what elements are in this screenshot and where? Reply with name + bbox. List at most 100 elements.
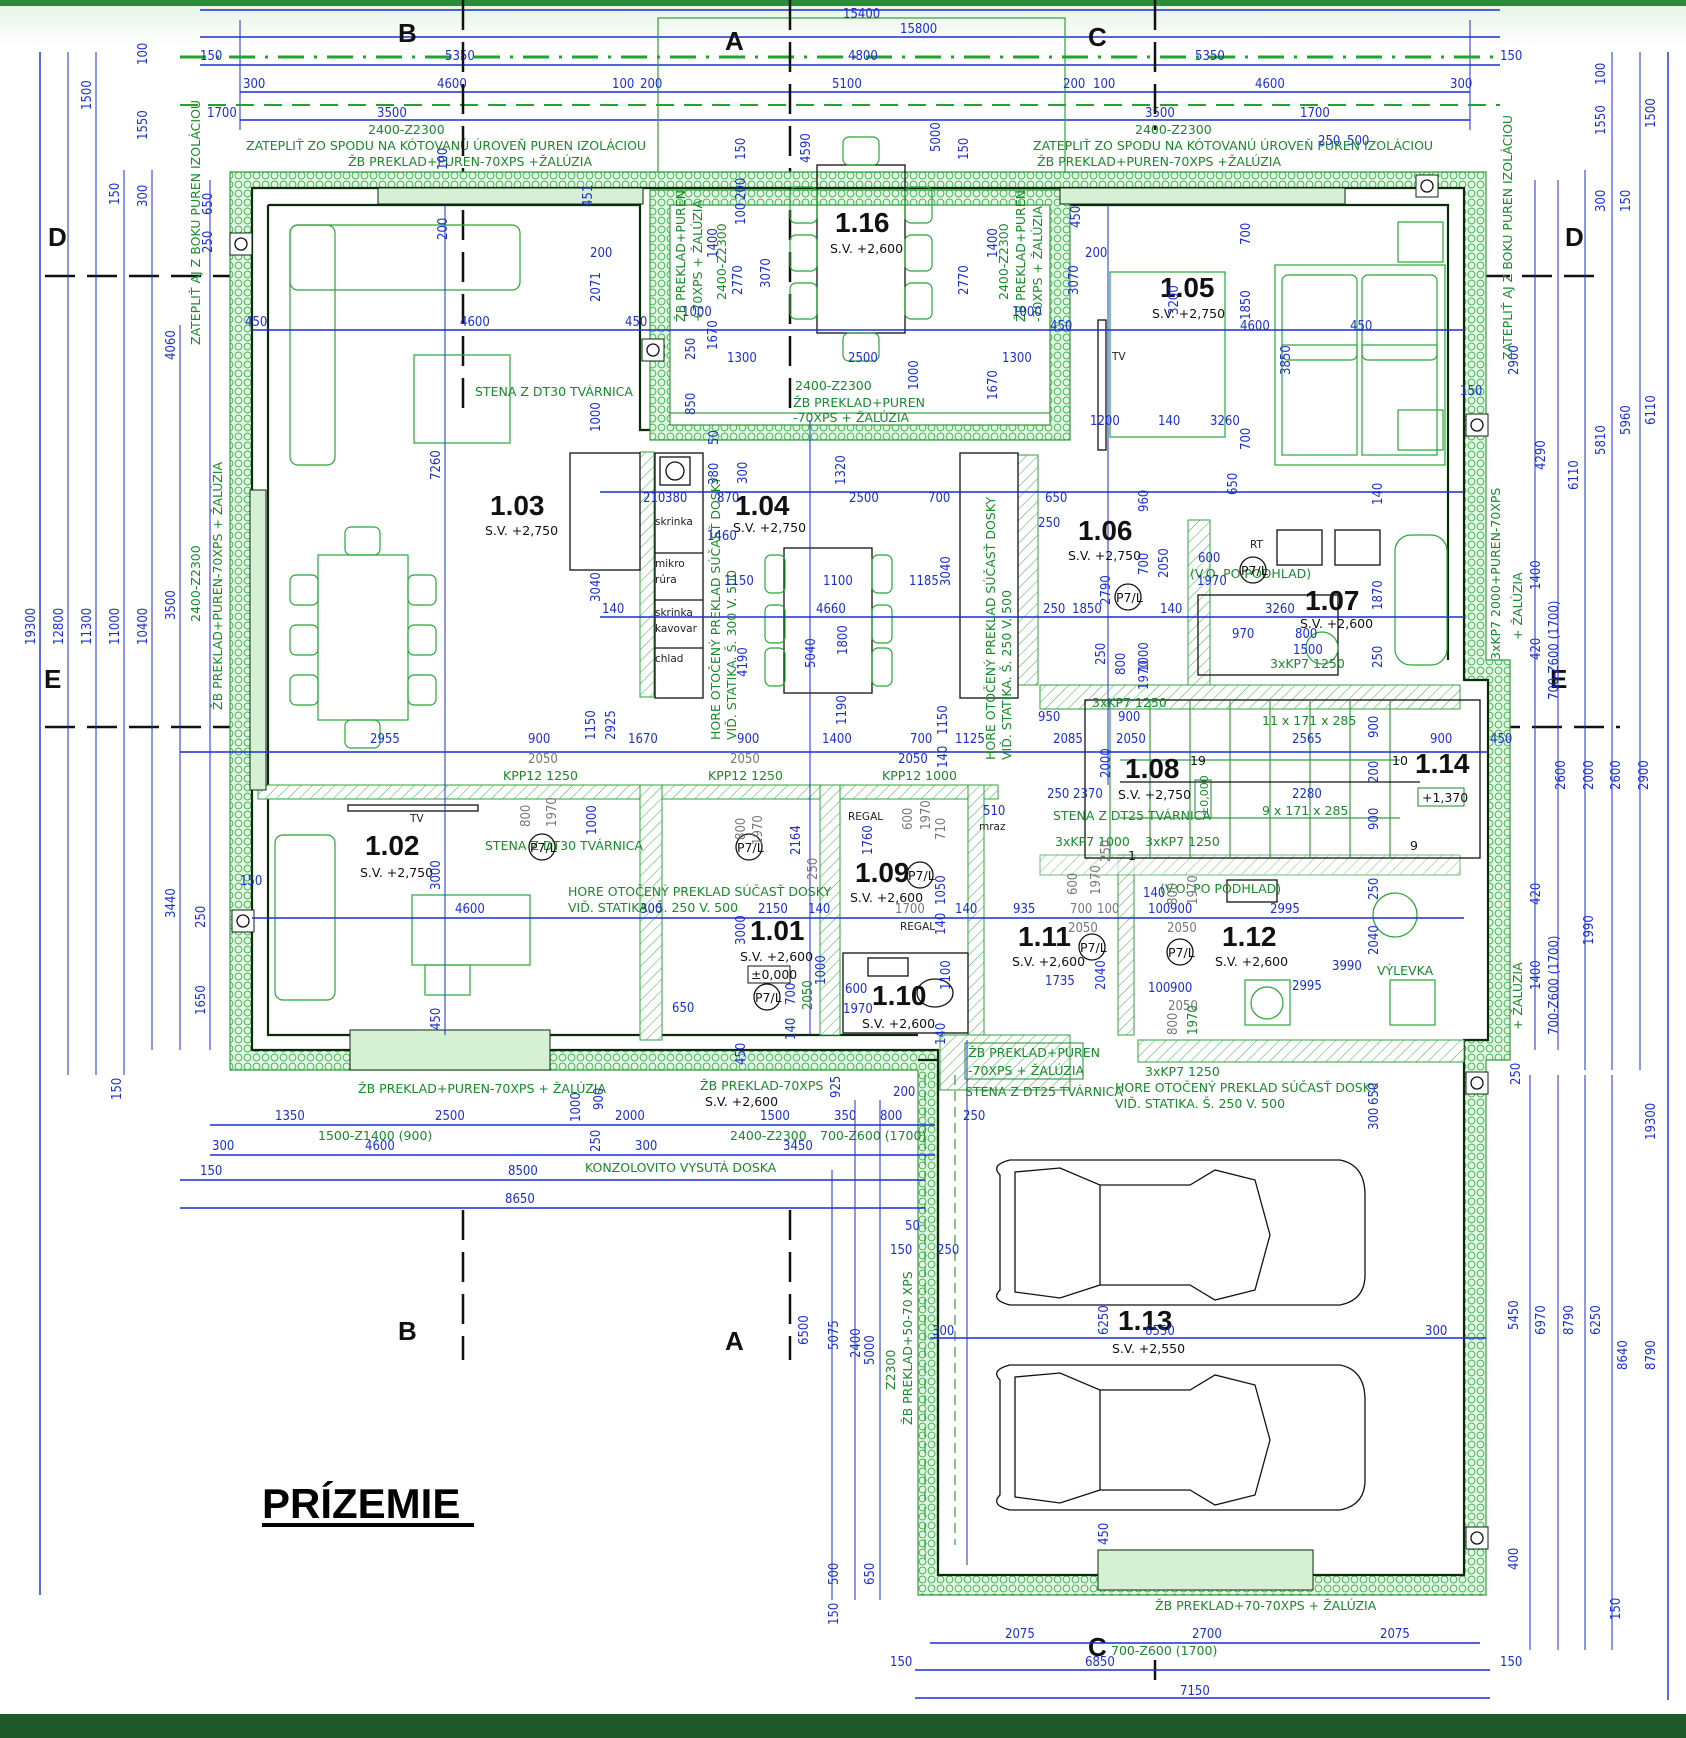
dim-5350-left: 5350 (445, 49, 475, 64)
room-extra-1-08: ±0,000 (1198, 775, 1211, 816)
dim-1-09-600: 600 (901, 808, 916, 830)
dim-1-02-300: 300 (640, 902, 662, 917)
room-level-1-04: S.V. +2,750 (733, 520, 806, 535)
dim-1-16-100: 100 (734, 203, 749, 225)
dim-right-1550: 1550 (1594, 105, 1609, 135)
note-stairs-lower: 9 x 171 x 285 (1262, 803, 1348, 818)
dim-1-01-2150: 2150 (758, 902, 788, 917)
dim-4800: 4800 (848, 49, 878, 64)
dim-1-10-600: 600 (845, 982, 867, 997)
dim-1-01-2164: 2164 (789, 825, 804, 855)
dim-1-09-1050: 1050 (934, 875, 949, 905)
door-tag-2: P7/L (737, 840, 764, 855)
dim-1-04-700: 700 (928, 491, 950, 506)
dim-1-06-1850: 1850 (1072, 602, 1102, 617)
dim-1-08-950: 950 (1038, 710, 1060, 725)
note-wall-dt25-garage: STENA Z DT25 TVÁRNICA (965, 1084, 1123, 1099)
dim-1-02-1970: 1970 (545, 797, 560, 827)
dim-vertical-150: 150 (827, 1603, 842, 1625)
section-marker-c-top: C (1088, 22, 1107, 52)
label-kitchen-5: kavovar (655, 623, 698, 635)
section-marker-a-bottom: A (725, 1326, 744, 1356)
dim-200-right: 200 (1063, 77, 1085, 92)
dim-bottom-150: 150 (200, 1164, 222, 1179)
note-cantilever: KONZOLOVITO VYSUTÁ DOSKA (585, 1160, 777, 1175)
dim-1-04-4190: 4190 (736, 647, 751, 677)
note-upturned-250-vertical: HORE OTOČENÝ PREKLAD SÚČASŤ DOSKY (983, 497, 998, 760)
dim-1-02-450: 450 (429, 1008, 444, 1030)
note-lintel-side-b-left: +70XPS + ŽALÚZIA (690, 200, 705, 322)
dim-1-04-4660: 4660 (816, 602, 846, 617)
dim-1-16-2770a: 2770 (731, 265, 746, 295)
dim-1-01-3000: 3000 (734, 915, 749, 945)
label-tv-1-05: TV (1111, 351, 1126, 363)
dim-1-04-1460: 1460 (707, 529, 737, 544)
dim-1-16-150b: 150 (957, 138, 972, 160)
dim-1-03-1150: 1150 (584, 710, 599, 740)
note-lintel-70xps: ŽB PREKLAD-70XPS (700, 1078, 823, 1093)
interior-dimensions: 4600 450 450 7260 2071 200 1000 3040 140… (194, 122, 1512, 1545)
dim-1-08-1125: 1125 (955, 732, 985, 747)
note-lintel-garage-side: ŽB PREKLAD+50-70 XPS (900, 1271, 915, 1425)
room-number-1-13: 1.13 (1118, 1305, 1173, 1336)
dim-1-05-4600: 4600 (1240, 319, 1270, 334)
label-kitchen-1: skrinka (655, 516, 693, 528)
dim-1-01-2050: 2050 (730, 752, 760, 767)
dim-1-01-2050b: 2050 (801, 980, 816, 1010)
dim-1-04-5040: 5040 (804, 638, 819, 668)
dim-100-right: 100 (1093, 77, 1115, 92)
label-kitchen-6: chlad (655, 653, 683, 665)
dim-1-07-250: 250 (1371, 646, 1386, 668)
dim-right-420-lower: 420 (1529, 883, 1544, 905)
dim-1-04-1150: 1150 (724, 574, 754, 589)
dim-1-16-200: 200 (734, 178, 749, 200)
room-number-1-06: 1.06 (1078, 515, 1133, 546)
dim-150-left: 150 (200, 49, 222, 64)
dim-left-1500: 1500 (80, 80, 95, 110)
dim-1-06-1970: 1970 (1137, 660, 1152, 690)
dim-1-03-140: 140 (602, 602, 624, 617)
dim-1-06-2050: 2050 (1157, 548, 1172, 578)
dim-1-05-700a: 700 (1239, 223, 1254, 245)
dim-vertical-6500: 6500 (797, 1315, 812, 1345)
dim-left-11000: 11000 (108, 608, 123, 645)
dim-1-05-3070: 3070 (1067, 265, 1082, 295)
dim-1-12-2050b: 2050 (1168, 999, 1198, 1014)
dim-1-05-200: 200 (1085, 246, 1107, 261)
dim-1-01-140: 140 (808, 902, 830, 917)
room-level-1-16: S.V. +2,600 (830, 241, 903, 256)
dim-right-19300: 19300 (1644, 1103, 1659, 1140)
dim-1-16-1670b: 1670 (986, 370, 1001, 400)
dim-right-150: 150 (1619, 190, 1634, 212)
dim-1-04-50: 50 (707, 430, 722, 445)
dim-1-07-1500: 1500 (1293, 643, 1323, 658)
dim-bottom-1350: 1350 (275, 1109, 305, 1124)
note-stairs-upper: 11 x 171 x 285 (1262, 713, 1356, 728)
dim-1-06-650b: 650 (1226, 473, 1241, 495)
dim-left-19300: 19300 (24, 608, 39, 645)
dim-1-12-100b: 100 (1148, 981, 1170, 996)
note-wall-dt25-hall: STENA Z DT25 TVÁRNICA (1053, 808, 1211, 823)
dim-1-05-3260: 3260 (1210, 414, 1240, 429)
dim-right-420: 420 (1529, 638, 1544, 660)
dim-1-06-800: 800 (1114, 653, 1129, 675)
dim-1-03-200b: 200 (436, 218, 451, 240)
dim-right-8640: 8640 (1616, 1340, 1631, 1370)
note-kp7-1000-hall: 3xKP7 1000 (1055, 834, 1130, 849)
dim-left-10400: 10400 (136, 608, 151, 645)
room-number-1-01: 1.01 (750, 915, 805, 946)
dim-1-11-1735: 1735 (1045, 974, 1075, 989)
note-static-250-lower: VIĎ. STATIKA. Š. 250 V. 500 (568, 900, 738, 915)
section-marker-e-left: E (44, 664, 61, 694)
dim-1-04-3040: 3040 (939, 556, 954, 586)
dim-bottom-200: 200 (893, 1085, 915, 1100)
note-static-250-vertical: VIĎ. STATIKA. Š. 250 V. 500 (999, 590, 1014, 760)
dim-1-09-510: 510 (983, 804, 1005, 819)
note-kpp12-1250-center: KPP12 1250 (708, 768, 783, 783)
dim-1-04-870: 870 (717, 491, 739, 506)
dim-1-16-1000a: 1000 (682, 305, 712, 320)
dim-1-14-900c: 900 (1430, 732, 1452, 747)
label-regal-bottom: REGAL (900, 921, 935, 933)
dim-1-04-1320: 1320 (834, 455, 849, 485)
room-number-1-16: 1.16 (835, 207, 890, 238)
